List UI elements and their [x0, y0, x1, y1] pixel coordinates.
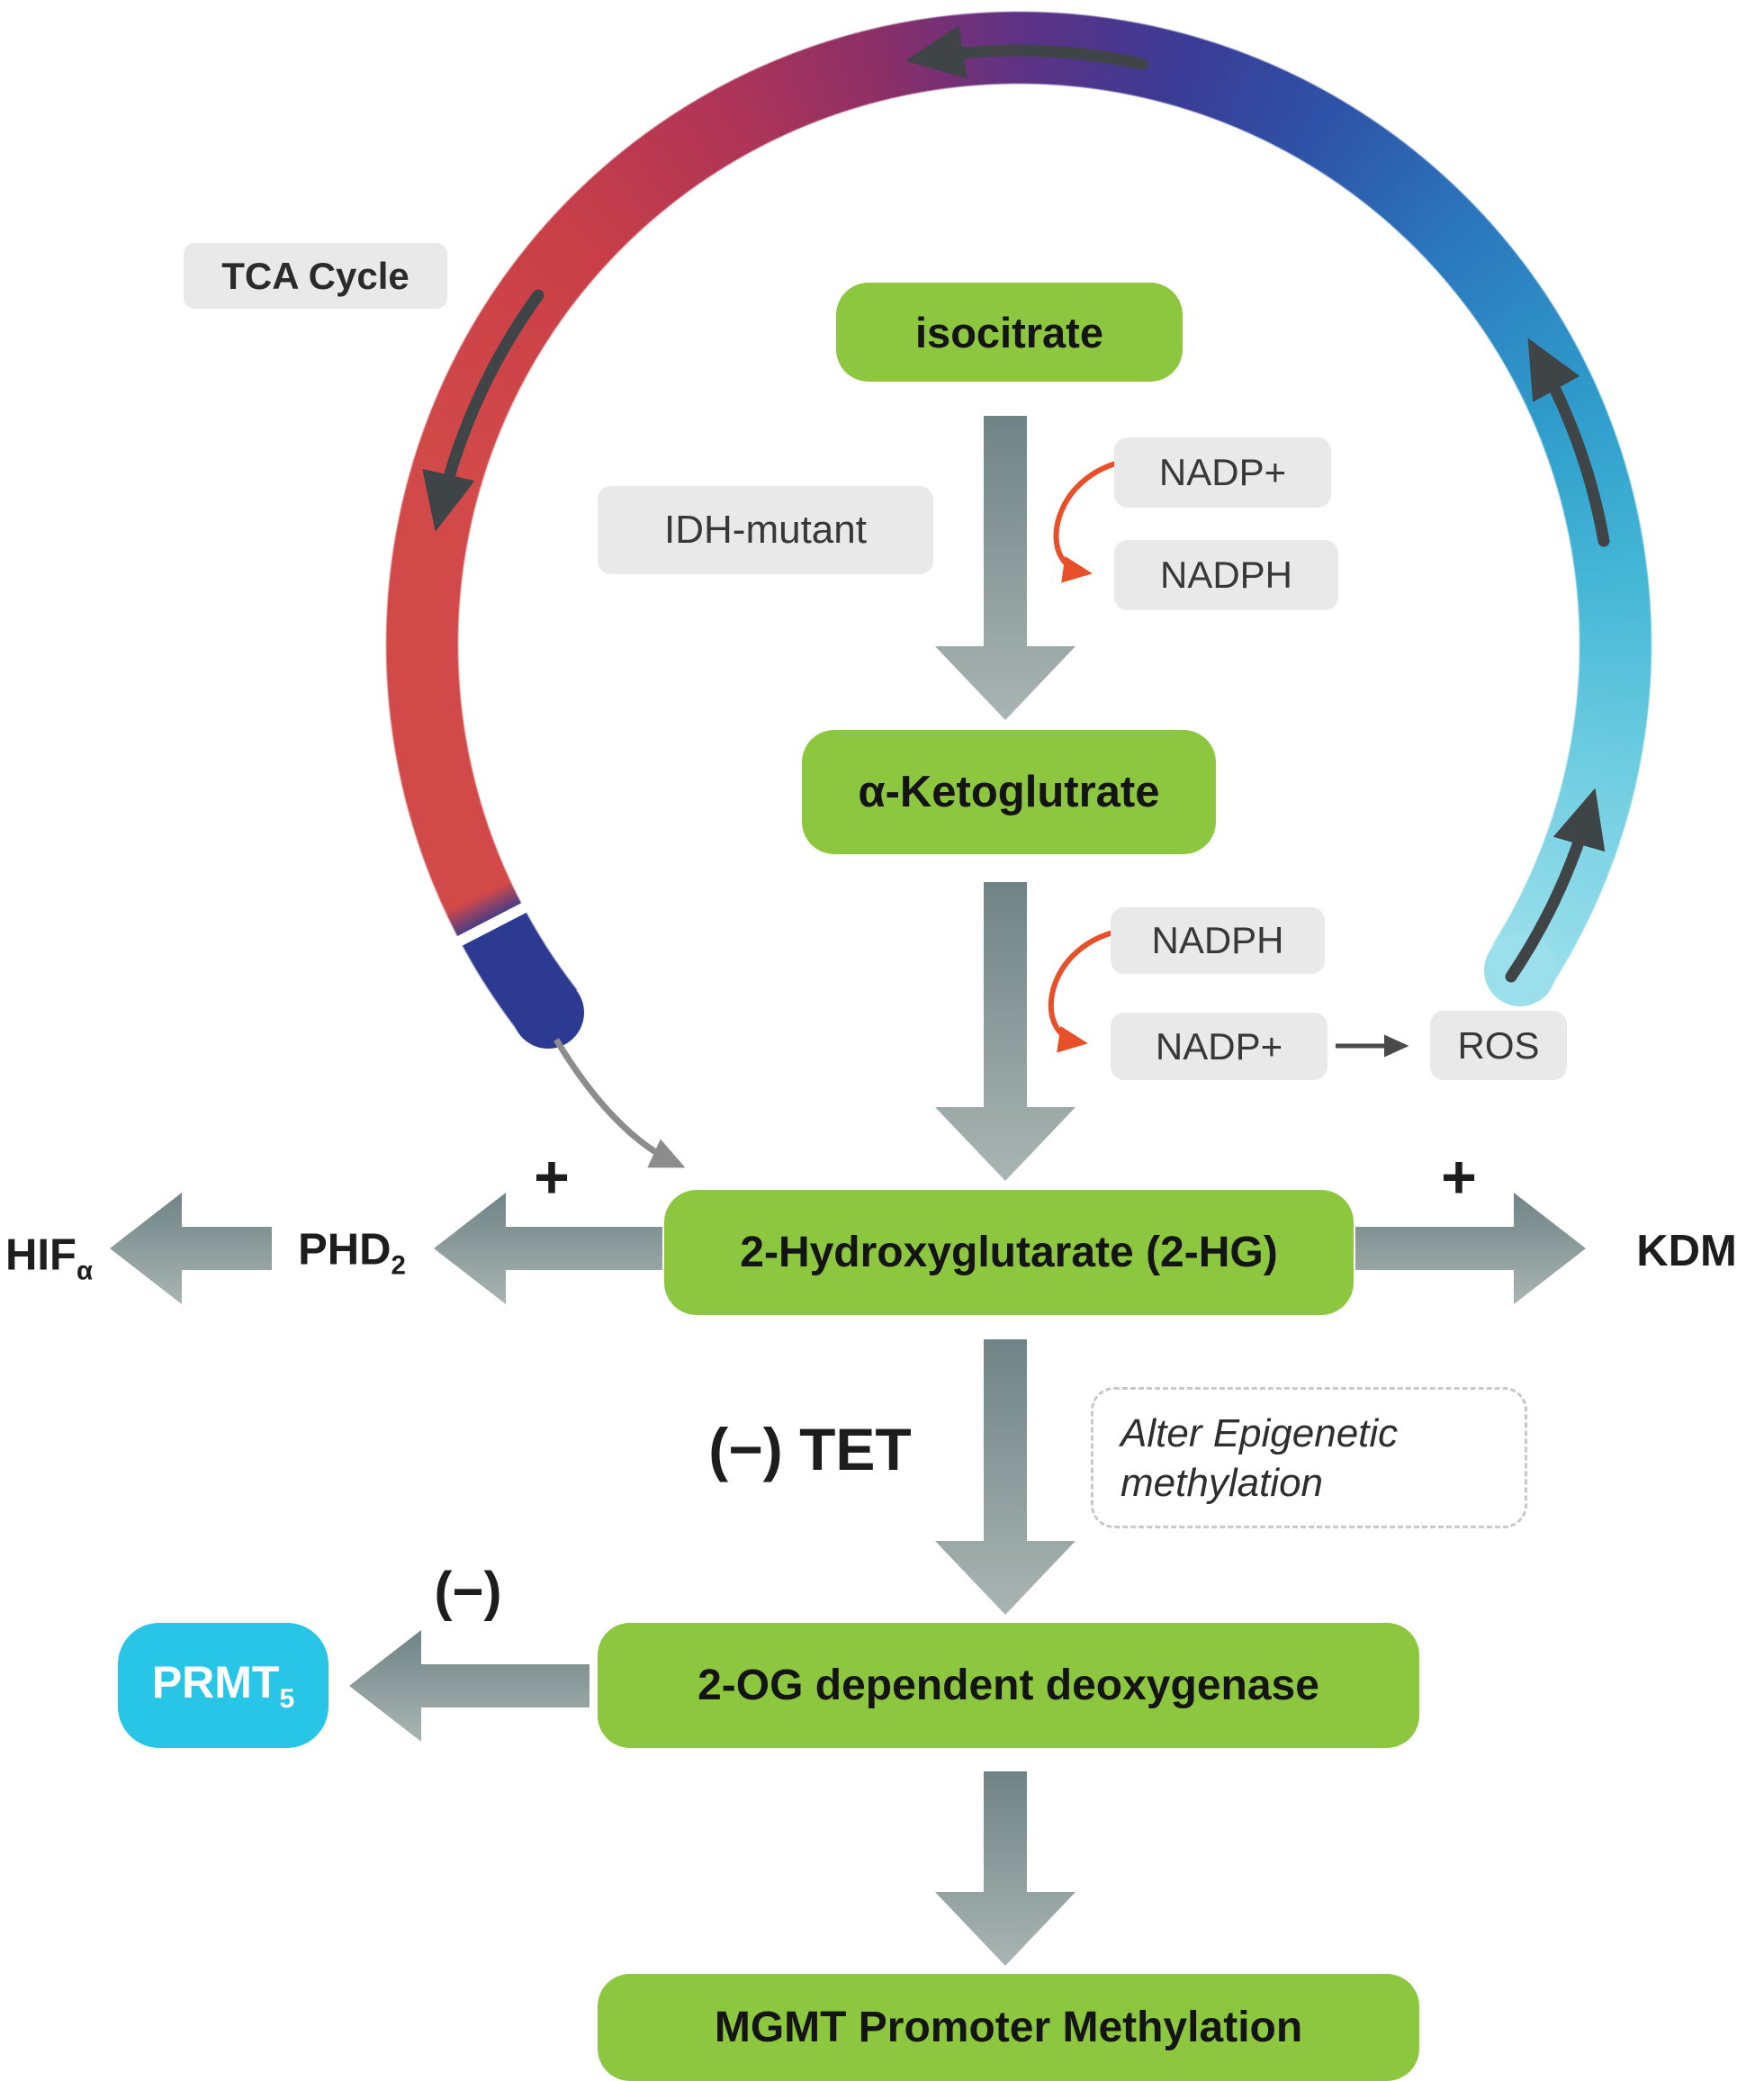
note-line-2: methylation — [1120, 1460, 1324, 1505]
isocitrate-text: isocitrate — [915, 308, 1103, 356]
node-alpha-ketoglutarate: α-Ketoglutrate — [802, 730, 1216, 854]
nadph-text-2: NADPH — [1151, 919, 1284, 961]
node-2hg: 2-Hydroxyglutarate (2-HG) — [664, 1190, 1354, 1315]
hif-alpha-label: HIFα — [5, 1230, 94, 1286]
arrow-2hg-to-kdm — [1355, 1193, 1586, 1304]
nadp-plus-text-1: NADP+ — [1158, 451, 1287, 493]
nadp-to-nadph-arrow — [1053, 456, 1142, 583]
prmt5-text: PRMT5 — [151, 1657, 295, 1714]
arrow-akg-to-2hg — [935, 882, 1076, 1181]
tca-break-slash — [449, 899, 533, 950]
nadph-text-1: NADPH — [1159, 554, 1293, 596]
phd2-label: PHD2 — [298, 1225, 406, 1281]
nadph-to-nadp-arrow — [1048, 926, 1137, 1053]
nadp-plus-label-1: NADP+ — [1114, 437, 1331, 508]
tca-cycle-label: TCA Cycle — [184, 243, 447, 309]
node-2og-deoxygenase: 2-OG dependent deoxygenase — [598, 1623, 1419, 1748]
plus-sign-right: + — [1441, 1143, 1477, 1212]
nadp-plus-label-2: NADP+ — [1111, 1013, 1328, 1080]
nadph-label-2: NADPH — [1111, 907, 1325, 974]
akg-text: α-Ketoglutrate — [858, 768, 1160, 816]
kdm-label: KDM — [1636, 1227, 1737, 1275]
tca-cycle-text: TCA Cycle — [221, 254, 410, 297]
flow-arrows — [110, 416, 1586, 1966]
idh-mutant-text: IDH-mutant — [664, 508, 867, 552]
note-line-1: Alter Epigenetic — [1120, 1410, 1399, 1455]
2og-text: 2-OG dependent deoxygenase — [698, 1662, 1319, 1709]
ring-end-cap-blue — [512, 977, 584, 1049]
idh-mutant-label: IDH-mutant — [598, 486, 933, 574]
node-isocitrate: isocitrate — [836, 283, 1183, 382]
plus-sign-left: + — [534, 1143, 570, 1212]
tca-arrow-left — [422, 289, 544, 532]
tca-break-to-2hg-arrow — [553, 1038, 686, 1168]
epigenetic-note: Alter Epigenetic methylation — [1091, 1387, 1527, 1528]
node-prmt5: PRMT5 — [118, 1623, 328, 1748]
tet-inhibition-label: (−) TET — [708, 1416, 912, 1482]
tca-arrow-right-upper — [1527, 338, 1610, 547]
2hg-text: 2-Hydroxyglutarate (2-HG) — [740, 1229, 1278, 1276]
nadph-label-1: NADPH — [1114, 540, 1338, 610]
arrow-2hg-to-2og — [935, 1339, 1076, 1615]
arrow-2og-to-prmt5 — [349, 1630, 590, 1742]
tca-arrow-right-lower — [1505, 788, 1606, 983]
arrow-2hg-to-phd2 — [434, 1193, 662, 1304]
arrow-2og-to-mgmt — [935, 1771, 1076, 1966]
arrow-phd2-to-hif — [110, 1193, 272, 1304]
prmt5-inhibition-sign: (−) — [434, 1561, 502, 1622]
node-mgmt: MGMT Promoter Methylation — [598, 1974, 1419, 2081]
arrow-isocitrate-to-akg — [935, 416, 1076, 720]
tca-arrow-top — [904, 25, 1148, 79]
tca-ring-arrows — [422, 25, 1610, 983]
mgmt-text: MGMT Promoter Methylation — [714, 2004, 1303, 2051]
ros-text: ROS — [1457, 1023, 1540, 1067]
nadp-plus-text-2: NADP+ — [1155, 1024, 1283, 1068]
ros-label: ROS — [1430, 1011, 1567, 1080]
